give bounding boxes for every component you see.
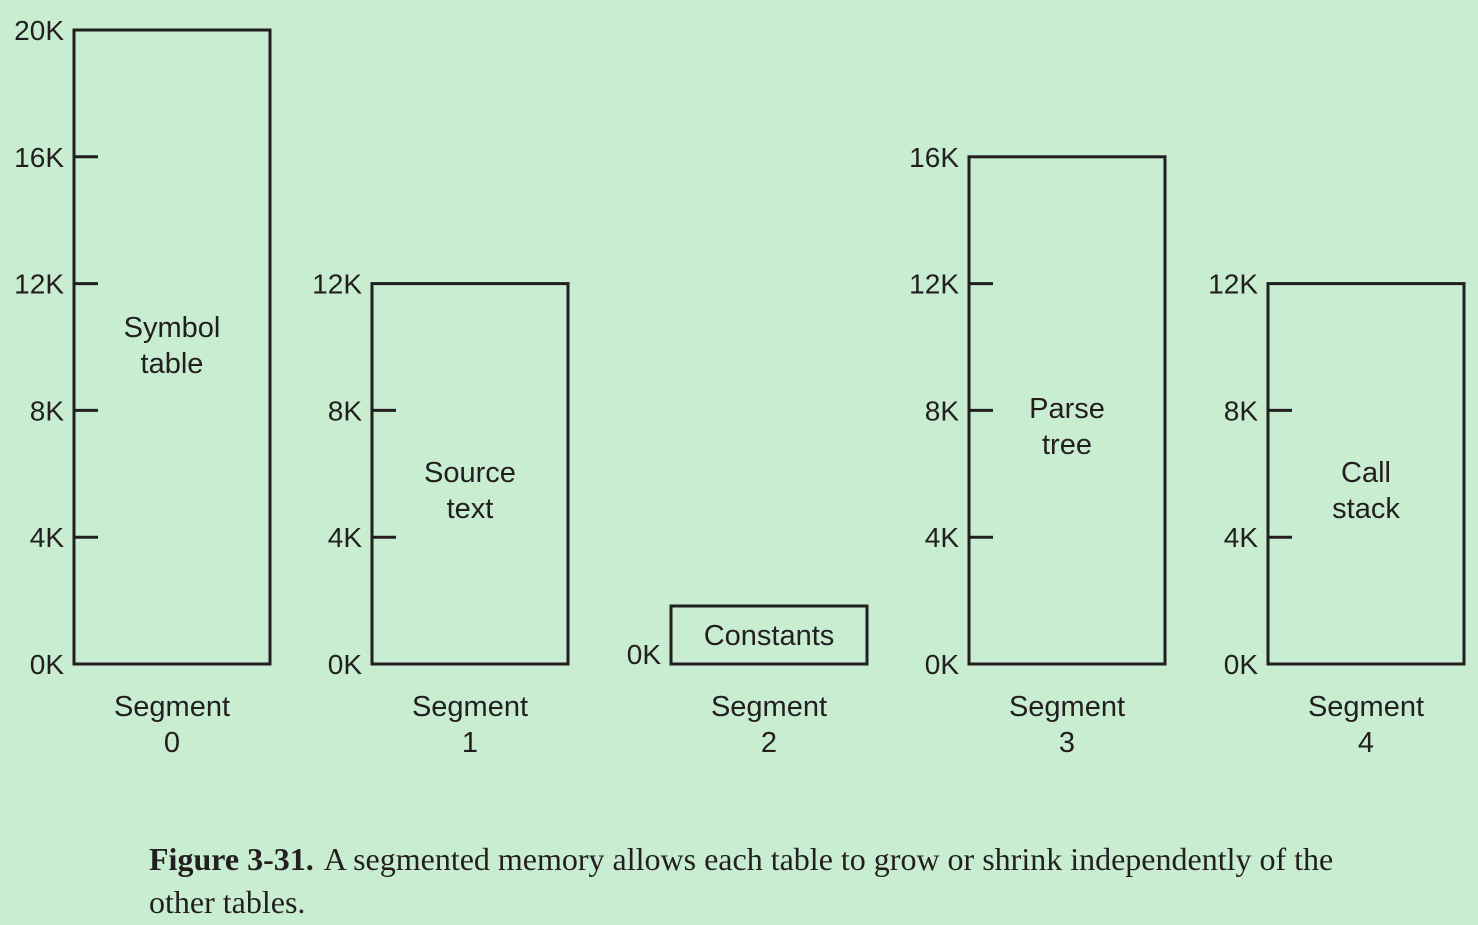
segment-1-label-line1: Segment: [412, 691, 528, 723]
segment-3-content-line1: Parse: [1029, 393, 1105, 425]
segment-3-label-line2: 3: [1059, 727, 1075, 759]
segment-2-box: [669, 604, 869, 666]
figure-caption: Figure 3-31.A segmented memory allows ea…: [149, 838, 1369, 924]
caption-text: A segmented memory allows each table to …: [149, 841, 1334, 920]
segment-4-content-line1: Call: [1341, 457, 1391, 489]
segment-2-content-line1: Constants: [704, 620, 835, 652]
segment-1-box: [370, 282, 570, 666]
segment-3-content-line2: tree: [1042, 429, 1092, 461]
segment-1-tick-label-12K: 12K: [312, 269, 362, 300]
segment-1-tick-label-0K: 0K: [328, 649, 363, 680]
segmented-memory-diagram: 0K4K8K12K16K20KSymboltableSegment00K4K8K…: [14, 15, 1466, 759]
segment-2-tick-label-0K: 0K: [627, 639, 662, 670]
segment-4-content-line2: stack: [1332, 493, 1400, 525]
segment-3-tick-label-8K: 8K: [925, 395, 960, 426]
segment-4-tick-label-8K: 8K: [1224, 395, 1259, 426]
segment-2-label-line1: Segment: [711, 691, 827, 723]
figure-number: Figure 3-31.: [149, 841, 314, 877]
segment-4-tick-label-0K: 0K: [1224, 649, 1259, 680]
segment-0-tick-label-20K: 20K: [14, 15, 64, 46]
segment-4-label-line2: 4: [1358, 727, 1374, 759]
segment-2-label-line2: 2: [761, 727, 777, 759]
segment-4-label-line1: Segment: [1308, 691, 1424, 723]
segment-4-tick-label-4K: 4K: [1224, 522, 1259, 553]
segment-1-content-line1: Source: [424, 457, 516, 489]
segment-3-tick-label-12K: 12K: [909, 269, 959, 300]
segment-3-tick-label-16K: 16K: [909, 142, 959, 173]
segment-1-tick-label-4K: 4K: [328, 522, 363, 553]
segment-3-label-line1: Segment: [1009, 691, 1125, 723]
segment-0-tick-label-12K: 12K: [14, 269, 64, 300]
segment-4-tick-label-12K: 12K: [1208, 269, 1258, 300]
segment-0-tick-label-16K: 16K: [14, 142, 64, 173]
segment-1-content-line2: text: [447, 493, 494, 525]
segment-0-content-line2: table: [141, 348, 204, 380]
segment-1-tick-label-8K: 8K: [328, 395, 363, 426]
segment-3-tick-label-0K: 0K: [925, 649, 960, 680]
segment-0-tick-label-4K: 4K: [30, 522, 65, 553]
segment-3-tick-label-4K: 4K: [925, 522, 960, 553]
segment-1-label-line2: 1: [462, 727, 478, 759]
segment-0-tick-label-8K: 8K: [30, 395, 65, 426]
segment-0-label-line2: 0: [164, 727, 180, 759]
segment-4-box: [1266, 282, 1466, 666]
segment-0-box: [72, 28, 272, 666]
segment-0-tick-label-0K: 0K: [30, 649, 65, 680]
segment-0-label-line1: Segment: [114, 691, 230, 723]
segment-0-content-line1: Symbol: [124, 312, 221, 344]
